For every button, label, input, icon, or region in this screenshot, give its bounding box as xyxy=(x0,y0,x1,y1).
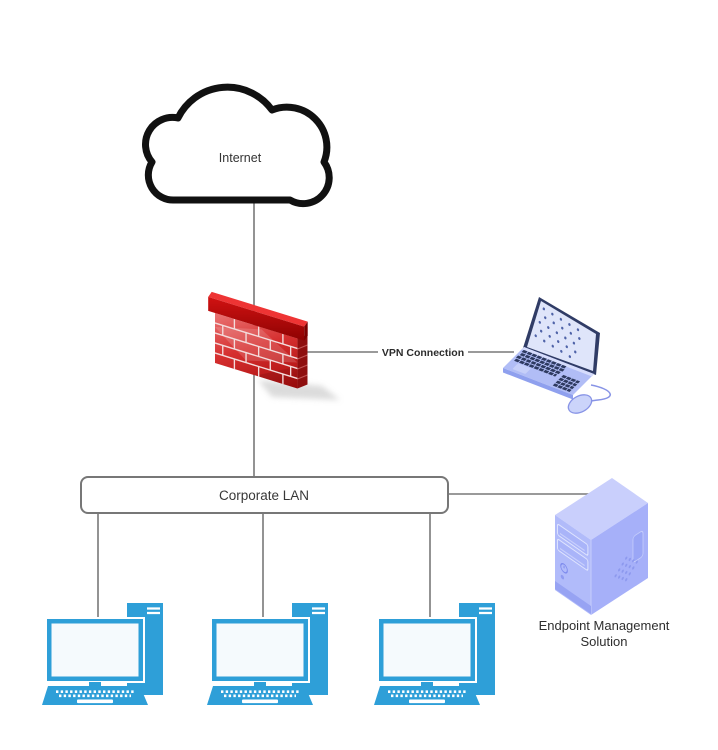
firewall-cap xyxy=(208,291,308,341)
laptop-trackpad xyxy=(512,363,531,374)
corporate-lan-box xyxy=(80,476,449,514)
workstation-icon-2[interactable] xyxy=(205,601,330,707)
mouse-icon xyxy=(567,394,593,414)
vpn-label-text: VPN Connection xyxy=(382,347,464,359)
laptop-screen xyxy=(527,301,596,371)
vpn-label-bg xyxy=(378,344,468,359)
internet-label: Internet xyxy=(219,151,262,165)
laptop-hinge-highlight xyxy=(522,347,594,377)
node-endpoint-management[interactable]: Endpoint Management Solution xyxy=(539,478,670,649)
server-front-details xyxy=(555,523,592,615)
firewall-side-face xyxy=(297,334,308,389)
server-top-face xyxy=(555,478,648,540)
endpoint-management-label-line1: Endpoint Management xyxy=(539,618,670,633)
node-vpn-laptop[interactable] xyxy=(503,297,611,417)
workstation-icon-1[interactable] xyxy=(40,601,165,707)
firewall-icon xyxy=(215,313,298,389)
corporate-lan-label: Corporate LAN xyxy=(219,488,309,503)
server-power-button xyxy=(560,562,568,574)
laptop-base-edge xyxy=(503,368,573,400)
firewall-shadow xyxy=(258,380,340,400)
workstation-icon-3[interactable] xyxy=(372,601,497,707)
connectors xyxy=(97,202,591,620)
server-side-details xyxy=(614,530,644,582)
vpn-connection-label: VPN Connection xyxy=(378,344,468,359)
node-internet[interactable]: Internet xyxy=(142,83,333,208)
server-right-face xyxy=(591,503,648,615)
node-firewall[interactable] xyxy=(208,291,340,400)
laptop-keyboard xyxy=(512,349,581,392)
server-vent-dots xyxy=(614,556,638,582)
node-corporate-lan[interactable]: Corporate LAN xyxy=(80,476,449,514)
cloud-icon xyxy=(142,83,333,208)
firewall-side-mortar xyxy=(297,344,308,380)
laptop-numpad xyxy=(552,374,581,392)
endpoint-management-label-line2: Solution xyxy=(581,634,628,649)
